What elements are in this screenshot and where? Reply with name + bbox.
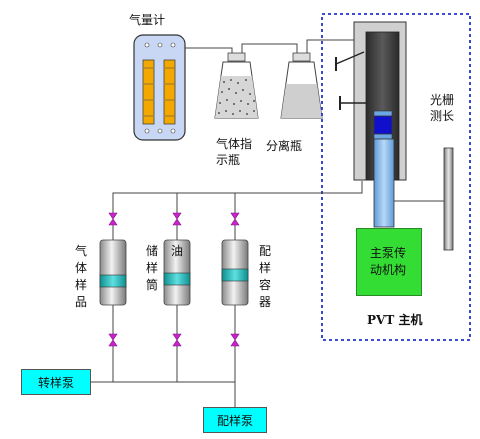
top-pipes (185, 39, 374, 57)
separation-bottle-label: 分离瓶 (266, 139, 303, 153)
transfer-pump-box: 转样泵 (21, 369, 91, 395)
grating-measure-label: 光栅测长 (430, 93, 455, 123)
storage-cylinder (163, 239, 191, 306)
mixing-container-cylinder (221, 239, 249, 306)
pvt-host-label: PVT 主机 (367, 313, 423, 327)
oil-label: 油 (170, 244, 183, 258)
main-pump-drive-label: 主泵传动机构 (370, 246, 407, 277)
mixing-container-label: 配样容器 (258, 244, 271, 309)
mixing-pump-box: 配样泵 (203, 407, 267, 433)
gas-indicator-bottle (214, 52, 259, 119)
valves (108, 212, 240, 347)
gas-indicator-bottle-label: 气体指示瓶 (216, 137, 253, 167)
pvt-main-cylinder (335, 21, 407, 228)
main-pump-drive-box: 主泵传动机构 (356, 228, 422, 296)
separation-bottle (280, 52, 323, 119)
grating-scale (394, 147, 454, 251)
gas-meter (133, 34, 186, 141)
gas-sample-label: 气体样品 (74, 244, 87, 309)
gas-meter-label: 气量计 (129, 13, 166, 27)
gas-sample-cylinder (99, 239, 127, 306)
transfer-pump-label: 转样泵 (37, 375, 74, 390)
mixing-pump-label: 配样泵 (216, 413, 253, 428)
pvt-host-border (321, 13, 471, 341)
storage-cylinder-label: 储样筒 (145, 244, 158, 292)
